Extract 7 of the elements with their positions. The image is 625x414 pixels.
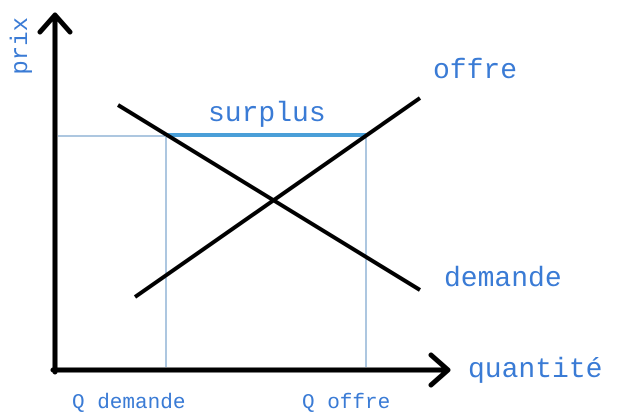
axis-tick-label: Q demande: [72, 393, 186, 414]
axis-tick-label: Q offre: [302, 393, 390, 414]
curve-label: offre: [433, 58, 518, 86]
curve-label: demande: [444, 266, 562, 294]
surplus-label: surplus: [208, 101, 326, 129]
axis-title: quantité: [468, 357, 602, 385]
axis-title: prix: [10, 17, 34, 75]
